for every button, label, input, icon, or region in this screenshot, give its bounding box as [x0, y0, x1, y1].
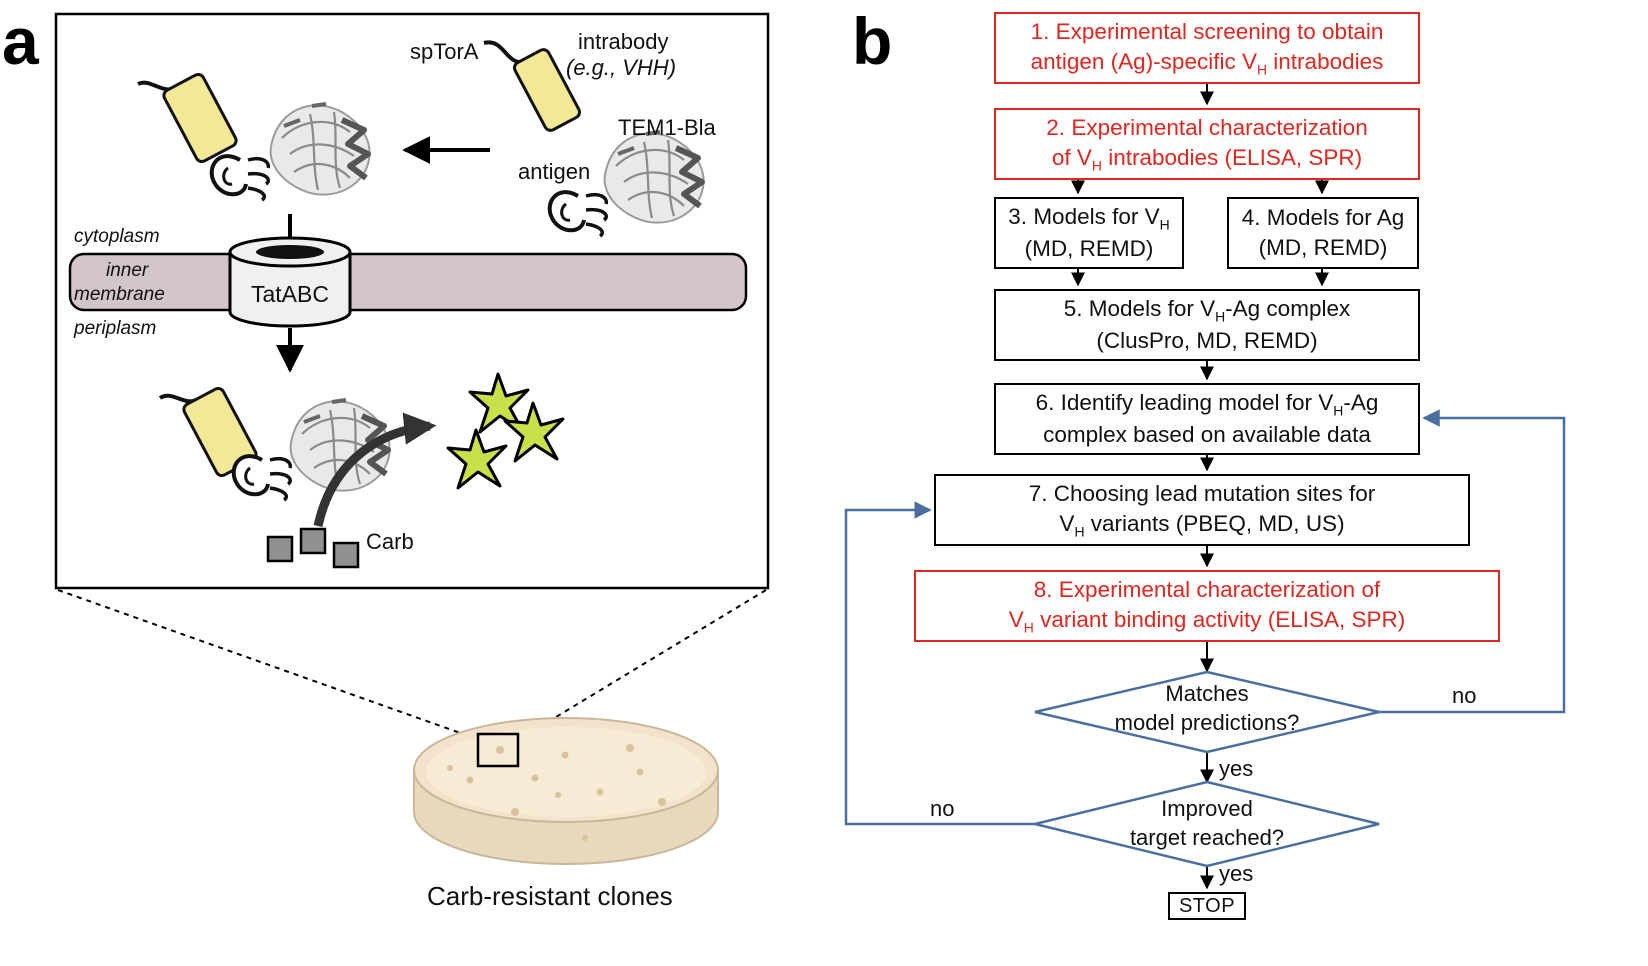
subscript-h: H [1091, 157, 1102, 174]
decision-2-no-label: no [930, 796, 955, 821]
intrabody-top-complex [162, 72, 238, 164]
decision-1-diamond [1034, 670, 1380, 754]
subscript-h: H [1074, 523, 1085, 540]
step-2-line-1: 2. Experimental characterization [1046, 115, 1368, 141]
decision-1-yes-label: yes [1219, 756, 1254, 781]
step-8-line-2: VH variant binding activity (ELISA, SPR) [1008, 606, 1406, 636]
product-star-3 [446, 428, 508, 490]
step-8-line-1: 8. Experimental characterization of [1033, 577, 1381, 603]
step-7-line-1: 7. Choosing lead mutation sites for [1028, 481, 1376, 507]
step-1-line-1: 1. Experimental screening to obtain [1030, 19, 1384, 45]
step-3-box: 3. Models for VH (MD, REMD) [994, 197, 1184, 269]
subscript-h: H [1023, 619, 1034, 636]
decision-1-no-label: no [1452, 683, 1477, 708]
stop-box: STOP [1168, 892, 1246, 920]
subscript-h: H [1159, 216, 1170, 233]
antigen-domain-top-complex [209, 154, 271, 202]
subscript-h: H [1215, 308, 1226, 325]
flowchart-decisions [1034, 670, 1380, 868]
loop-no-to-step-7 [844, 501, 1036, 826]
intrabody-free [512, 48, 582, 132]
colonies [447, 744, 666, 841]
membrane-label: membrane [74, 284, 165, 305]
step-6-line-1: 6. Identify leading model for VH-Ag [1035, 390, 1379, 419]
dish-caption: Carb-resistant clones [427, 881, 673, 911]
step-7-box: 7. Choosing lead mutation sites for VH va… [934, 474, 1470, 546]
step-2-box: 2. Experimental characterization of VH in… [994, 108, 1420, 180]
periplasm-label: periplasm [74, 318, 157, 339]
antigen-domain-bottom-complex [231, 454, 293, 502]
sptora-tail-bottom-complex [158, 393, 197, 404]
step-1-line-2: antigen (Ag)-specific VH intrabodies [1030, 48, 1384, 78]
inner-label: inner [106, 260, 149, 281]
decision-2-yes-label: yes [1219, 861, 1254, 886]
flowchart-connectors [844, 84, 1566, 890]
decision-2-diamond [1034, 780, 1380, 868]
step-6-box: 6. Identify leading model for VH-Ag compl… [994, 383, 1420, 455]
step-3-line-2: (MD, REMD) [1024, 236, 1154, 262]
step-7-line-2: VH variants (PBEQ, MD, US) [1059, 510, 1345, 540]
tatabc-pore [256, 245, 324, 259]
hydrolysis-arrow [313, 412, 437, 527]
colony-zoom-box [476, 732, 520, 768]
carb-square-1 [266, 535, 294, 563]
antigen-domain-free [547, 190, 609, 238]
carb-square-2 [299, 527, 327, 555]
cytoplasm-label: cytoplasm [74, 226, 160, 247]
intrabody-example-label: (e.g., VHH) [566, 55, 677, 80]
tatabc-channel [228, 252, 352, 328]
antigen-label: antigen [518, 159, 591, 184]
tatabc-label: TatABC [251, 281, 329, 307]
inner-membrane [68, 252, 748, 312]
subscript-h: H [1333, 402, 1344, 419]
petri-dish-agar [426, 727, 706, 817]
carb-square-3 [332, 541, 360, 569]
subscript-h: H [1256, 61, 1268, 78]
intrabody-label: intrabody [578, 29, 669, 54]
zoom-line-right [517, 589, 767, 741]
loop-no-to-step-6 [1378, 409, 1566, 714]
tem1-bla-top-complex [271, 104, 370, 195]
step-5-line-2: (ClusPro, MD, REMD) [1096, 328, 1318, 354]
tem1-bla-free [605, 132, 704, 223]
step-1-box: 1. Experimental screening to obtain antig… [994, 12, 1420, 84]
step-4-line-2: (MD, REMD) [1258, 235, 1388, 260]
sptora-label: spTorA [410, 39, 479, 64]
step-3-line-1: 3. Models for VH [1008, 204, 1170, 233]
tem1-bla-label: TEM1-Bla [618, 115, 716, 140]
step-2-line-2: of VH intrabodies (ELISA, SPR) [1051, 144, 1363, 174]
step-4-line-1: 4. Models for Ag [1241, 205, 1405, 231]
panel-a-letter: a [2, 4, 39, 78]
carb-label: Carb [366, 529, 414, 554]
step-6-line-2: complex based on available data [1043, 422, 1371, 448]
zoom-line-left [57, 589, 481, 741]
panel-b-letter: b [852, 4, 893, 78]
sptora-tail [483, 40, 527, 65]
step-5-box: 5. Models for VH-Ag complex (ClusPro, MD,… [994, 289, 1420, 361]
step-5-line-1: 5. Models for VH-Ag complex [1063, 296, 1351, 325]
step-8-box: 8. Experimental characterization of VH va… [914, 570, 1500, 642]
step-4-box: 4. Models for Ag (MD, REMD) [1227, 197, 1419, 269]
zoom-inset-frame [54, 12, 770, 590]
